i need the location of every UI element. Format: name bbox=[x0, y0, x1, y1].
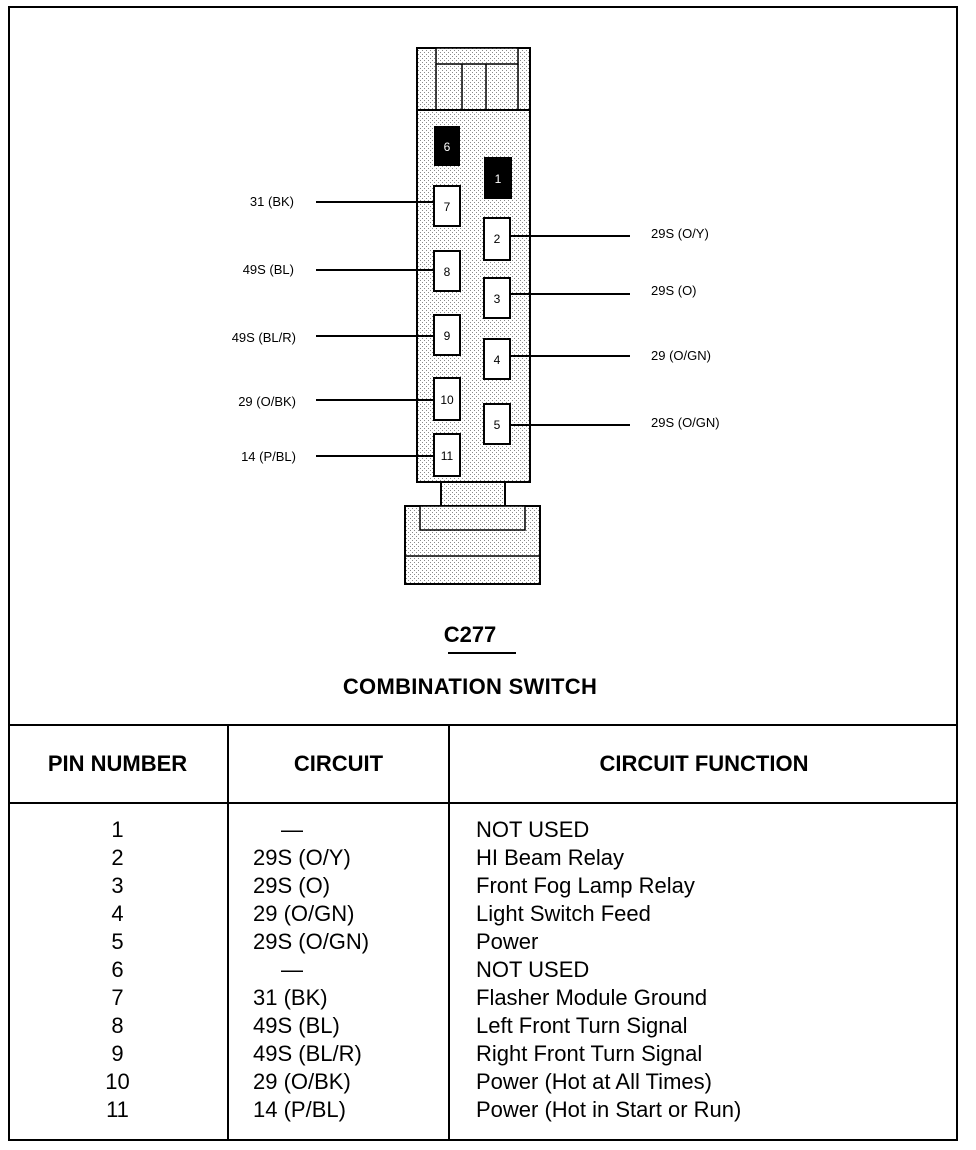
svg-text:11: 11 bbox=[441, 449, 454, 463]
cavity-6: 6 bbox=[434, 126, 460, 166]
circuit-value: 29 (O/BK) bbox=[253, 1069, 351, 1094]
cavity-3: 3 bbox=[483, 277, 511, 319]
svg-text:2: 2 bbox=[494, 232, 501, 246]
wire-label-pin-2: 29S (O/Y) bbox=[651, 226, 709, 241]
wire-label-pin-8: 49S (BL) bbox=[242, 262, 294, 277]
pin-number: 1 bbox=[111, 817, 124, 842]
circuit-function: NOT USED bbox=[476, 957, 590, 982]
header-pin-number: PIN NUMBER bbox=[8, 724, 228, 804]
connector-top-tab bbox=[416, 47, 531, 111]
circuit-value: 29S (O/GN) bbox=[253, 929, 370, 954]
circuit-value: 29S (O/Y) bbox=[253, 845, 351, 870]
svg-text:8: 8 bbox=[444, 265, 451, 279]
circuit-function: Right Front Turn Signal bbox=[476, 1041, 703, 1066]
circuit-value: 49S (BL/R) bbox=[253, 1041, 362, 1066]
cavity-5: 5 bbox=[483, 403, 511, 445]
pin-number: 5 bbox=[111, 929, 124, 954]
wire-label-pin-9: 49S (BL/R) bbox=[231, 330, 296, 345]
pin-number: 7 bbox=[111, 985, 124, 1010]
connector-id: C277 bbox=[443, 622, 497, 647]
right-wires bbox=[510, 235, 630, 426]
left-wires bbox=[316, 201, 434, 457]
cavity-7: 7 bbox=[433, 185, 461, 227]
pin-number: 6 bbox=[111, 957, 124, 982]
svg-text:9: 9 bbox=[444, 329, 451, 343]
wire-label-pin-4: 29 (O/GN) bbox=[651, 348, 711, 363]
header-circuit: CIRCUIT bbox=[227, 724, 449, 804]
circuit-function: Power bbox=[476, 929, 539, 954]
pin-number: 4 bbox=[111, 901, 124, 926]
wire-label-pin-3: 29S (O) bbox=[651, 283, 697, 298]
wire-label-pin-10: 29 (O/BK) bbox=[238, 394, 296, 409]
cavity-4: 4 bbox=[483, 338, 511, 380]
svg-text:5: 5 bbox=[494, 418, 501, 432]
svg-text:10: 10 bbox=[440, 393, 454, 407]
circuit-function: Power (Hot in Start or Run) bbox=[476, 1097, 742, 1122]
cavity-10: 10 bbox=[433, 377, 461, 421]
cavity-11: 11 bbox=[433, 433, 461, 477]
connector-id-underline bbox=[448, 652, 516, 654]
wire-label-pin-5: 29S (O/GN) bbox=[651, 415, 720, 430]
circuit-function: Light Switch Feed bbox=[476, 901, 651, 926]
connector-name: COMBINATION SWITCH bbox=[342, 674, 598, 699]
circuit-value: 29 (O/GN) bbox=[253, 901, 355, 926]
pin-number: 9 bbox=[111, 1041, 124, 1066]
svg-text:4: 4 bbox=[494, 353, 501, 367]
circuit-value: — bbox=[281, 957, 303, 982]
header-circuit-function: CIRCUIT FUNCTION bbox=[448, 724, 958, 804]
cavity-2: 2 bbox=[483, 217, 511, 261]
circuit-function: Flasher Module Ground bbox=[476, 985, 708, 1010]
circuit-function: Front Fog Lamp Relay bbox=[476, 873, 695, 898]
pin-number: 11 bbox=[106, 1097, 129, 1122]
wire-label-pin-11: 14 (P/BL) bbox=[241, 449, 296, 464]
circuit-function: Power (Hot at All Times) bbox=[476, 1069, 712, 1094]
connector-diagram: 6 1 7 2 8 3 9 4 10 5 11 bbox=[316, 47, 630, 585]
pin-table-body: 1 2 3 4 5 6 7 8 9 10 11 — 29S (O/Y) 29S (O) 29 (O/GN)… bbox=[8, 803, 958, 1141]
wire-label-pin-7: 31 (BK) bbox=[249, 194, 294, 209]
circuit-value: — bbox=[281, 817, 303, 842]
pin-table: PIN NUMBER CIRCUIT CIRCUIT FUNCTION 1 2 3 4… bbox=[8, 724, 958, 1141]
circuit-value: 29S (O) bbox=[253, 873, 331, 898]
circuit-column: — 29S (O/Y) 29S (O) 29 (O/GN) 29S (O/GN) — 31 … bbox=[227, 803, 449, 1141]
pin-table-header: PIN NUMBER CIRCUIT CIRCUIT FUNCTION bbox=[8, 724, 958, 804]
pin-number: 10 bbox=[105, 1069, 130, 1094]
svg-text:3: 3 bbox=[494, 292, 501, 306]
cavity-1-label: 1 bbox=[495, 172, 502, 186]
circuit-value: 49S (BL) bbox=[253, 1013, 340, 1038]
circuit-function: HI Beam Relay bbox=[476, 845, 624, 870]
cavity-9: 9 bbox=[433, 314, 461, 356]
pin-column: 1 2 3 4 5 6 7 8 9 10 11 bbox=[8, 803, 228, 1141]
cavity-1: 1 bbox=[484, 157, 512, 199]
cavity-6-label: 6 bbox=[444, 140, 451, 154]
circuit-function: Left Front Turn Signal bbox=[476, 1013, 688, 1038]
circuit-function: NOT USED bbox=[476, 817, 590, 842]
circuit-value: 31 (BK) bbox=[253, 985, 328, 1010]
circuit-value: 14 (P/BL) bbox=[253, 1097, 346, 1122]
pin-number: 8 bbox=[111, 1013, 124, 1038]
connector-bottom-latch bbox=[404, 481, 541, 585]
cavity-8: 8 bbox=[433, 250, 461, 292]
svg-text:7: 7 bbox=[444, 200, 451, 214]
pin-number: 2 bbox=[111, 845, 124, 870]
connector-body bbox=[416, 109, 531, 483]
pin-number: 3 bbox=[111, 873, 124, 898]
